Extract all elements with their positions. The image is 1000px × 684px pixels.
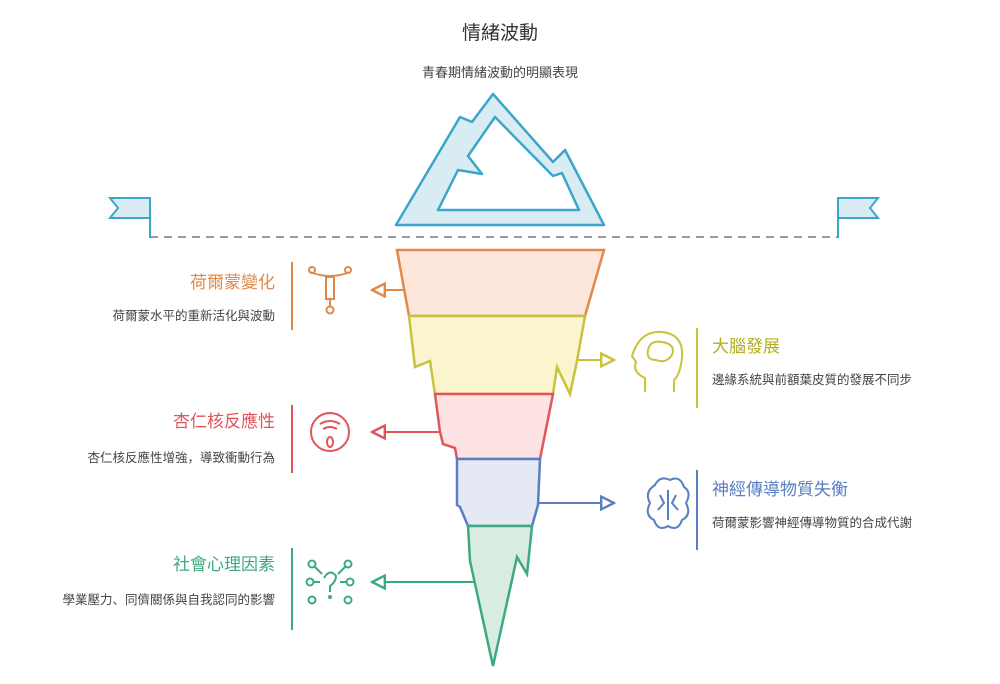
band-hormone [395,248,606,318]
divider [291,548,293,630]
waterline [107,197,881,238]
band-social [466,524,534,667]
item-desc: 學業壓力、同儕關係與自我認同的影響 [62,592,275,607]
band-amygdala [433,392,555,461]
divider [696,470,698,550]
band-brain [407,314,587,398]
page-subtitle: 青春期情緒波動的明顯表現 [421,66,578,81]
item-title: 杏仁核反應性 [173,412,275,432]
item-title: 大腦發展 [712,337,780,357]
band-neuro [455,457,542,528]
item-title: 神經傳導物質失衡 [712,480,848,500]
right-flag-icon [837,197,881,238]
item-title: 荷爾蒙變化 [190,273,275,293]
surprised-face-icon [310,412,350,452]
divider [291,405,293,473]
network-question-icon [305,559,355,605]
brain-head-icon [630,330,684,392]
item-desc: 荷爾蒙水平的重新活化與波動 [112,308,275,323]
item-desc: 杏仁核反應性增強，導致衝動行為 [87,450,275,465]
page-title: 情緒波動 [461,22,538,44]
left-flag-icon [107,197,151,238]
divider [291,262,293,330]
item-title: 社會心理因素 [173,555,275,575]
brain-icon [646,477,690,529]
item-desc: 邊緣系統與前額葉皮質的發展不同步 [712,372,913,387]
divider [696,328,698,408]
mountain-tip [394,92,606,227]
hormone-icon [308,266,352,315]
item-desc: 荷爾蒙影響神經傳導物質的合成代謝 [712,515,913,530]
